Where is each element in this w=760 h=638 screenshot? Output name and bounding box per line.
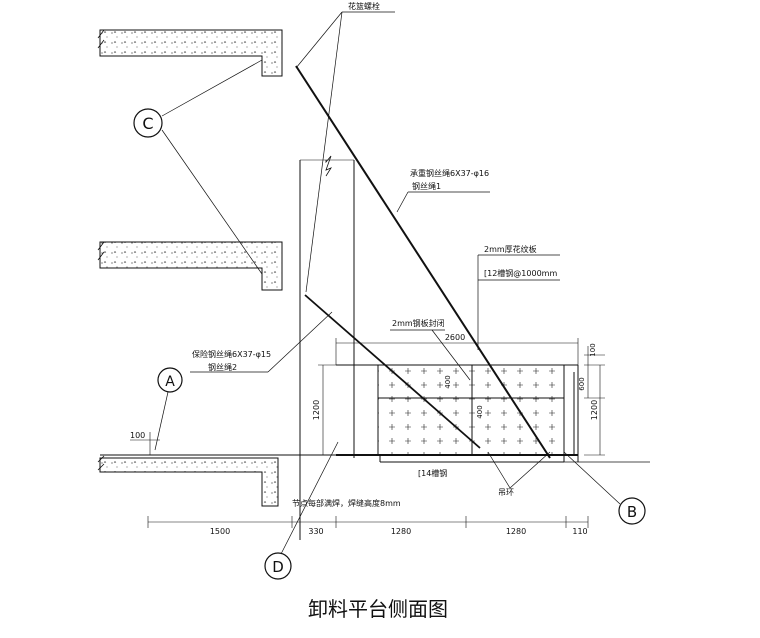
dim-d4: 1280 bbox=[506, 527, 526, 536]
turnbuckle-label: 花篮螺栓 bbox=[348, 1, 380, 11]
platform-frame bbox=[336, 364, 579, 463]
safety-rope bbox=[304, 294, 481, 449]
dim-right-top: 100 bbox=[589, 343, 597, 356]
dim-d1: 1500 bbox=[210, 527, 230, 536]
upper-slab bbox=[97, 29, 283, 77]
safety-rope-label-1: 保险钢丝绳6X37-φ15 bbox=[192, 349, 271, 359]
dim-top-width: 2600 bbox=[445, 333, 465, 342]
dim-right-mid: 600 bbox=[578, 377, 586, 390]
dim-right-total: 1200 bbox=[590, 400, 599, 420]
load-rope bbox=[295, 65, 551, 459]
svg-text:B: B bbox=[627, 503, 637, 521]
dim-d3: 1280 bbox=[391, 527, 411, 536]
dim-cell-h1: 400 bbox=[444, 375, 452, 388]
ring-label: 吊环 bbox=[498, 488, 514, 497]
callout-d: D bbox=[264, 552, 292, 580]
dim-slab-thk: 100 bbox=[130, 431, 145, 440]
channel-bottom-label: [14槽钢 bbox=[418, 468, 447, 478]
dim-cell-h2: 400 bbox=[476, 405, 484, 418]
dim-d5: 110 bbox=[572, 527, 587, 536]
dim-d2: 330 bbox=[308, 527, 323, 536]
svg-text:A: A bbox=[165, 374, 175, 390]
callout-c: C bbox=[133, 108, 163, 138]
main-rope-label-2: 钢丝绳1 bbox=[412, 181, 441, 191]
page-title: 卸料平台侧面图 bbox=[308, 597, 448, 621]
svg-text:D: D bbox=[272, 558, 284, 576]
lower-slab bbox=[97, 454, 350, 507]
callout-a: A bbox=[157, 367, 183, 393]
dim-left-height: 1200 bbox=[312, 400, 321, 420]
plate-note-label: 2mm厚花纹板 bbox=[484, 244, 537, 254]
main-rope-label-1: 承重钢丝绳6X37-φ16 bbox=[410, 168, 489, 178]
svg-text:C: C bbox=[142, 114, 153, 133]
middle-slab bbox=[97, 241, 283, 291]
callout-b: B bbox=[618, 497, 646, 525]
node-note-label: 节点每部满焊，焊缝高度8mm bbox=[292, 498, 401, 508]
side-plate-label: 2mm钢板封闭 bbox=[392, 318, 445, 328]
safety-rope-label-2: 钢丝绳2 bbox=[208, 362, 237, 372]
channel-top-label: [12槽钢@1000mm bbox=[484, 268, 557, 278]
